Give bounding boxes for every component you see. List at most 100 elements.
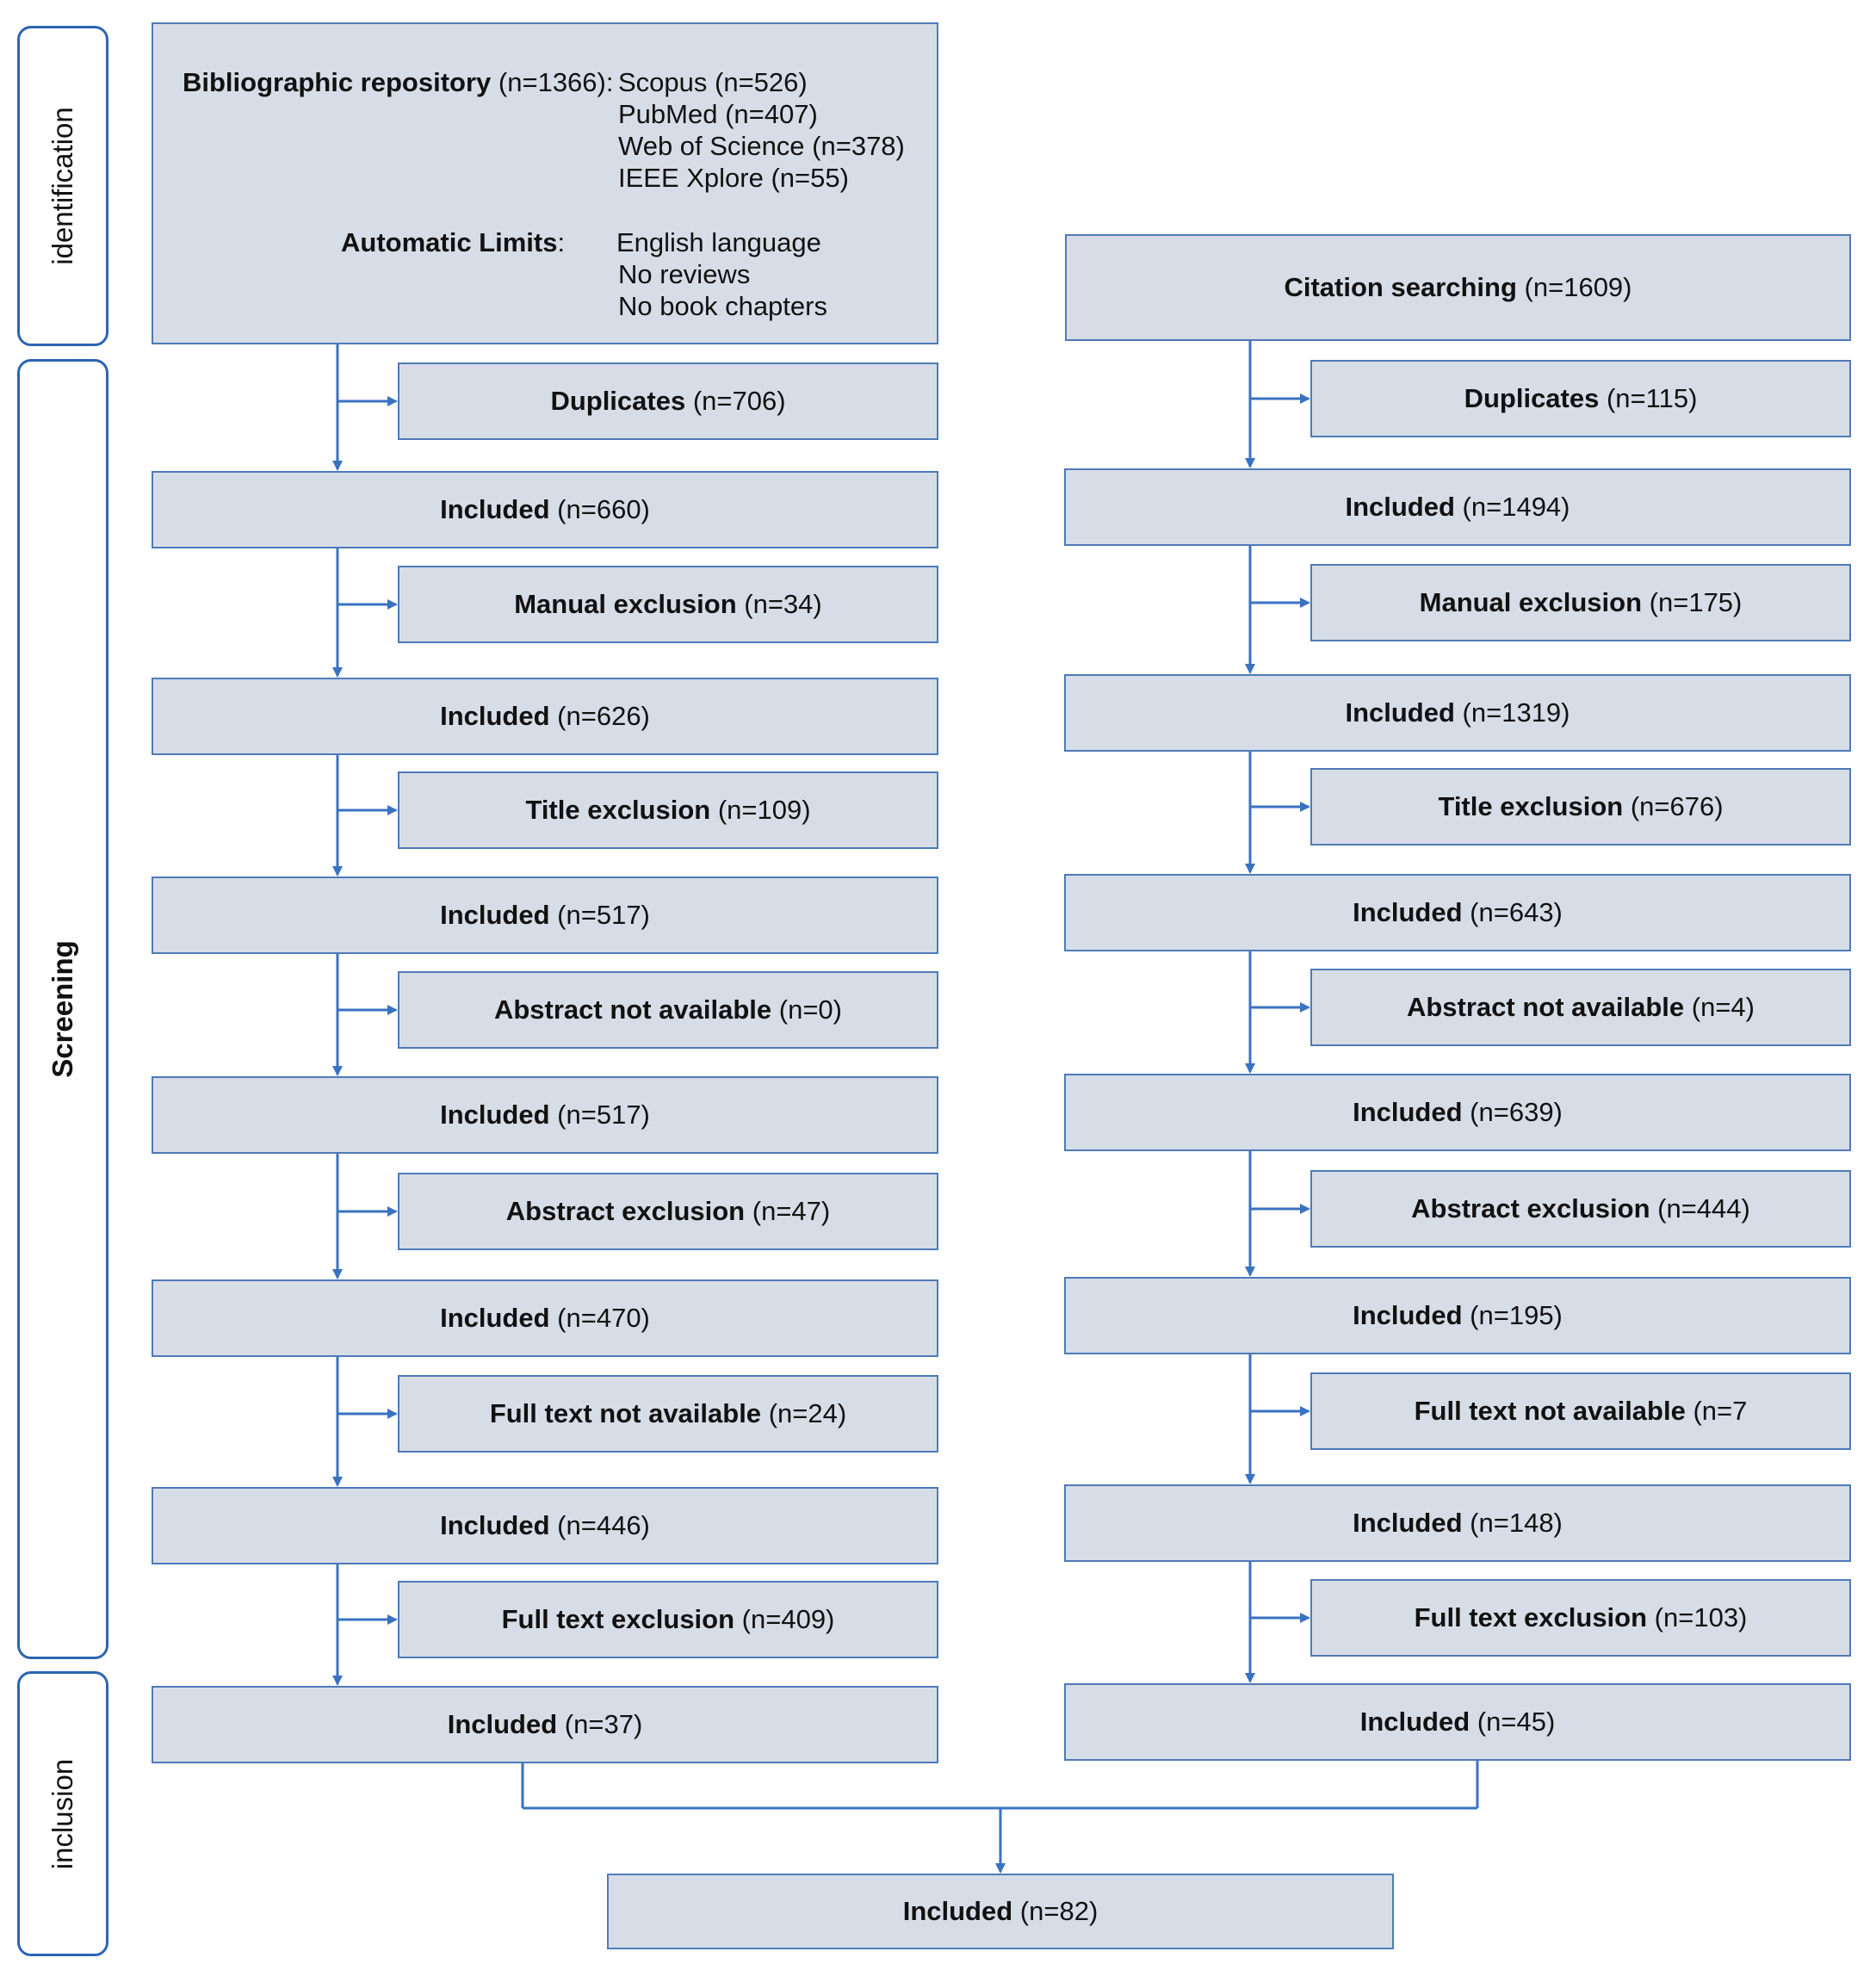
- right-exclusion-count-6: (n=103): [1654, 1602, 1748, 1632]
- limits-line: Automatic Limits:: [341, 227, 565, 258]
- right-exclusion-label-6: Full text exclusion: [1414, 1602, 1648, 1632]
- left-included-label-4: Included: [440, 1303, 550, 1333]
- database-1: PubMed (n=407): [618, 99, 818, 129]
- right-included-count-0: (n=1494): [1462, 492, 1570, 522]
- limit-0: English language: [616, 227, 821, 257]
- right-exclusion-box-3: Abstract not available (n=4): [1310, 969, 1851, 1046]
- right-included-count-3: (n=639): [1470, 1097, 1563, 1127]
- right-exclusion-count-1: (n=175): [1649, 587, 1743, 617]
- right-exclusion-box-4: Abstract exclusion (n=444): [1310, 1170, 1851, 1248]
- left-exclusion-count-4: (n=47): [752, 1196, 831, 1226]
- left-exclusion-count-3: (n=0): [778, 994, 842, 1025]
- right-exclusion-box-6: Full text exclusion (n=103): [1310, 1579, 1851, 1657]
- right-included-box-2: Included (n=643): [1064, 874, 1851, 951]
- left-included-box-4: Included (n=470): [152, 1279, 938, 1357]
- right-exclusion-label-4: Abstract exclusion: [1411, 1193, 1650, 1224]
- right-exclusion-count-2: (n=676): [1630, 791, 1724, 821]
- database-2: Web of Science (n=378): [618, 131, 905, 161]
- right-exclusion-label-0: Duplicates: [1464, 383, 1600, 413]
- right-included-label-0: Included: [1345, 492, 1455, 522]
- right-exclusion-label-1: Manual exclusion: [1419, 587, 1643, 617]
- left-exclusion-label-3: Abstract not available: [493, 994, 772, 1025]
- phase-identification: identification: [17, 26, 108, 346]
- citation-label: Citation searching: [1284, 272, 1517, 302]
- right-exclusion-label-2: Title exclusion: [1438, 791, 1624, 821]
- right-included-box-3: Included (n=639): [1064, 1074, 1851, 1151]
- right-exclusion-count-3: (n=4): [1691, 992, 1755, 1022]
- left-included-count-6: (n=37): [564, 1709, 643, 1739]
- left-exclusion-label-1: Manual exclusion: [514, 589, 737, 619]
- final-included-count: (n=82): [1019, 1896, 1099, 1926]
- right-exclusion-count-4: (n=444): [1657, 1193, 1750, 1224]
- right-included-label-4: Included: [1353, 1300, 1463, 1330]
- right-source-box: Citation searching (n=1609): [1065, 234, 1851, 341]
- left-included-count-2: (n=517): [557, 900, 650, 930]
- right-exclusion-box-5: Full text not available (n=7: [1310, 1372, 1851, 1450]
- left-included-label-5: Included: [440, 1510, 550, 1540]
- citation-count: (n=1609): [1524, 272, 1632, 302]
- database-3: IEEE Xplore (n=55): [618, 163, 849, 193]
- limit-1: No reviews: [618, 259, 751, 289]
- left-included-box-5: Included (n=446): [152, 1487, 938, 1564]
- left-exclusion-box-1: Manual exclusion (n=34): [398, 566, 938, 643]
- final-included-label: Included: [902, 1896, 1013, 1926]
- left-included-label-1: Included: [440, 701, 550, 731]
- left-included-label-0: Included: [440, 494, 550, 524]
- left-source-box: Bibliographic repository (n=1366): Scopu…: [152, 22, 938, 344]
- right-included-count-4: (n=195): [1470, 1300, 1563, 1330]
- right-exclusion-box-0: Duplicates (n=115): [1310, 360, 1851, 437]
- left-included-count-3: (n=517): [557, 1100, 650, 1130]
- right-included-count-5: (n=148): [1470, 1508, 1563, 1538]
- left-included-label-6: Included: [447, 1709, 558, 1739]
- left-included-label-2: Included: [440, 900, 550, 930]
- left-included-box-3: Included (n=517): [152, 1076, 938, 1154]
- left-included-box-2: Included (n=517): [152, 877, 938, 954]
- left-exclusion-label-6: Full text exclusion: [501, 1604, 735, 1634]
- right-included-count-1: (n=1319): [1462, 697, 1570, 728]
- left-included-count-0: (n=660): [557, 494, 650, 524]
- right-exclusion-count-5: (n=7: [1693, 1396, 1748, 1426]
- right-included-label-2: Included: [1353, 897, 1463, 927]
- right-included-label-5: Included: [1353, 1508, 1463, 1538]
- left-exclusion-box-3: Abstract not available (n=0): [398, 971, 938, 1049]
- right-exclusion-label-3: Abstract not available: [1406, 992, 1685, 1022]
- left-included-count-5: (n=446): [557, 1510, 650, 1540]
- right-included-count-2: (n=643): [1470, 897, 1563, 927]
- left-exclusion-label-2: Title exclusion: [525, 795, 711, 825]
- right-exclusion-label-5: Full text not available: [1414, 1396, 1686, 1426]
- limits-colon: :: [557, 227, 566, 257]
- right-exclusion-box-1: Manual exclusion (n=175): [1310, 564, 1851, 641]
- left-exclusion-box-0: Duplicates (n=706): [398, 362, 938, 440]
- limits-label: Automatic Limits: [341, 227, 558, 257]
- repository-count: (n=1366):: [498, 67, 614, 97]
- left-exclusion-count-5: (n=24): [768, 1398, 847, 1428]
- left-exclusion-count-2: (n=109): [717, 795, 811, 825]
- right-exclusion-box-2: Title exclusion (n=676): [1310, 768, 1851, 846]
- left-exclusion-label-0: Duplicates: [550, 386, 686, 416]
- left-exclusion-box-4: Abstract exclusion (n=47): [398, 1173, 938, 1250]
- right-included-box-1: Included (n=1319): [1064, 674, 1851, 752]
- left-exclusion-box-5: Full text not available (n=24): [398, 1375, 938, 1453]
- phase-inclusion: inclusion: [17, 1671, 108, 1956]
- repository-line: Bibliographic repository (n=1366):: [183, 67, 613, 98]
- limit-2: No book chapters: [618, 291, 827, 321]
- left-exclusion-count-1: (n=34): [744, 589, 822, 619]
- right-included-box-5: Included (n=148): [1064, 1484, 1851, 1562]
- left-included-box-1: Included (n=626): [152, 678, 938, 755]
- right-included-box-4: Included (n=195): [1064, 1277, 1851, 1354]
- database-0: Scopus (n=526): [618, 67, 808, 97]
- right-included-label-6: Included: [1359, 1707, 1470, 1737]
- left-included-box-0: Included (n=660): [152, 471, 938, 548]
- right-included-label-3: Included: [1353, 1097, 1463, 1127]
- right-included-box-0: Included (n=1494): [1064, 468, 1851, 546]
- repository-label: Bibliographic repository: [183, 67, 492, 97]
- final-included-box: Included (n=82): [607, 1874, 1394, 1949]
- left-exclusion-count-6: (n=409): [741, 1604, 835, 1634]
- phase-screening: Screening: [17, 359, 108, 1659]
- left-exclusion-label-4: Abstract exclusion: [505, 1196, 746, 1226]
- left-exclusion-box-2: Title exclusion (n=109): [398, 771, 938, 849]
- left-exclusion-count-0: (n=706): [692, 386, 786, 416]
- left-included-label-3: Included: [440, 1100, 550, 1130]
